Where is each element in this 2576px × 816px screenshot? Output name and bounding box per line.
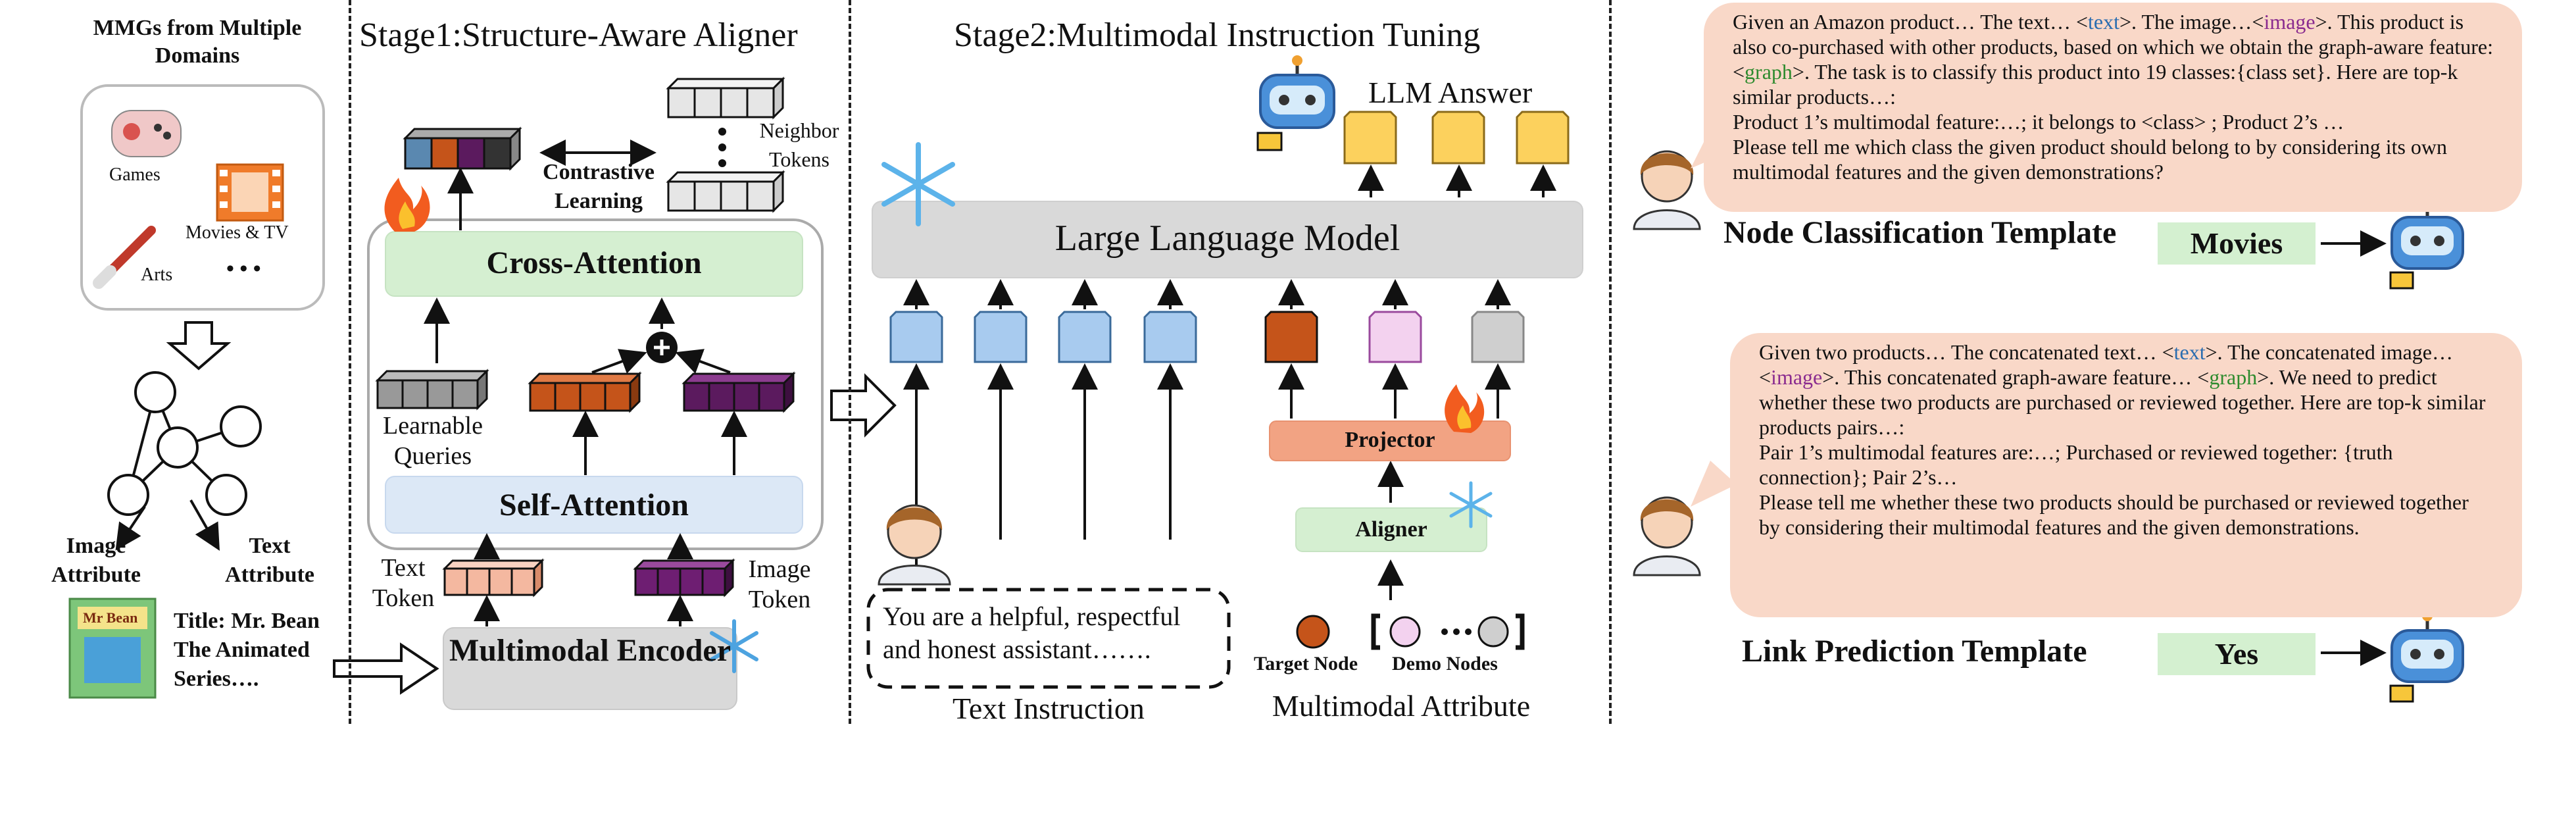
down-arrow <box>166 321 232 370</box>
graph-icon <box>107 371 262 516</box>
node-template-bubble: Given an Amazon product… The text… <text… <box>1704 3 2522 212</box>
robot-icon-link-answer <box>2389 611 2464 703</box>
robot-icon-node-answer <box>2389 197 2464 290</box>
text-attribute-label: Text Attribute <box>225 534 314 587</box>
output-tokens <box>403 126 522 171</box>
learnable-queries <box>375 369 489 411</box>
link-template-line-2: Pair 1’s multimodal features are:…; Purc… <box>1759 440 2393 489</box>
text-instruction-label: Text Instruction <box>953 692 1145 725</box>
target-node-label: Target Node <box>1254 653 1358 675</box>
self-attention-block <box>385 476 803 534</box>
text-feature-tokens <box>528 371 642 413</box>
target-node <box>1296 615 1330 649</box>
robot-icon-llm <box>1256 55 1335 151</box>
instruction-tokens <box>889 311 1197 363</box>
demo-node-2 <box>1477 616 1509 648</box>
aligner-small-block <box>1295 507 1487 552</box>
link-template-bubble: Given two products… The concatenated tex… <box>1730 333 2522 617</box>
instruction-text: You are a helpful, respectful and honest… <box>883 601 1181 664</box>
answer-tokens <box>1343 111 1570 165</box>
link-template-title: Link Prediction Template <box>1742 634 2087 669</box>
snowflake-icon-llm <box>881 142 955 226</box>
node-answer: Movies <box>2158 222 2316 265</box>
image-attribute-label: Image Attribute <box>51 534 141 587</box>
node-template-title: Node Classification Template <box>1723 215 2117 250</box>
link-template-line-3: Please tell me whether these two product… <box>1759 490 2469 539</box>
stage1-title: Stage1:Structure-Aware Aligner <box>359 16 798 54</box>
sample-title: Title: Mr. Bean The Animated Series…. <box>174 609 320 691</box>
flame-icon-projector <box>1445 384 1485 433</box>
instruction-box <box>866 588 1231 689</box>
encoder-label: Multimodal Encoder <box>449 633 731 668</box>
user-icon-node-template <box>1633 150 1701 230</box>
multimodal-attribute-label: Multimodal Attribute <box>1272 689 1531 723</box>
link-answer: Yes <box>2158 633 2316 675</box>
text-token-label: Text Token <box>372 554 435 612</box>
right-arrow-encoder <box>333 642 439 695</box>
llm-answer-label: LLM Answer <box>1368 76 1533 109</box>
cross-attention-label: Cross-Attention <box>486 245 702 280</box>
link-template-line-1: Given two products… The concatenated tex… <box>1759 340 2486 439</box>
demo-nodes-label: Demo Nodes <box>1392 653 1498 675</box>
separator-3 <box>1609 0 1612 724</box>
neighbor-tokens <box>666 76 785 213</box>
llm-block <box>872 201 1583 278</box>
input-image-tokens <box>633 558 735 598</box>
user-icon-instruction <box>878 504 951 586</box>
graph-tokens <box>1264 311 1525 363</box>
image-feature-tokens <box>681 371 796 413</box>
separator-1 <box>349 0 351 724</box>
self-attention-label: Self-Attention <box>499 488 689 523</box>
domain-games: Games <box>109 165 161 185</box>
mmg-title: MMGs from Multiple Domains <box>93 16 302 68</box>
snowflake-icon-aligner <box>1449 481 1493 528</box>
product-image <box>68 598 157 699</box>
demo-node-1 <box>1389 616 1421 648</box>
projector-label: Projector <box>1345 428 1435 452</box>
right-arrow-stage2 <box>830 373 897 438</box>
gamepad-icon <box>111 110 182 157</box>
separator-2 <box>849 0 851 724</box>
node-template-line-1: Given an Amazon product… The text… <text… <box>1733 10 2494 109</box>
node-template-line-3: Please tell me which class the given pro… <box>1733 135 2448 184</box>
domain-movies: Movies & TV <box>186 222 289 243</box>
aligner-label: Aligner <box>1355 517 1427 542</box>
encoder-block <box>443 627 737 710</box>
stage2-title: Stage2:Multimodal Instruction Tuning <box>954 16 1481 54</box>
contrastive-label: Contrastive Learning <box>543 160 655 213</box>
brush-icon <box>93 226 156 289</box>
learnable-queries-label: Learnable Queries <box>383 412 483 470</box>
user-icon-link-template <box>1633 496 1701 576</box>
neighbor-tokens-label: Neighbor Tokens <box>759 118 839 171</box>
poster-text: Mr Bean <box>83 609 138 626</box>
cross-attention-block <box>385 231 803 297</box>
film-icon <box>216 163 284 222</box>
domain-arts: Arts <box>141 265 173 285</box>
projector-block <box>1269 421 1511 461</box>
image-token-label: Image Token <box>748 555 811 613</box>
input-text-tokens <box>442 558 545 598</box>
domain-more: • • • <box>226 257 261 281</box>
node-template-line-2: Product 1’s multimodal feature:…; it bel… <box>1733 110 2344 134</box>
llm-label: Large Language Model <box>1054 218 1400 259</box>
snowflake-icon-encoder <box>710 619 758 673</box>
flame-icon-stage1 <box>384 178 430 232</box>
